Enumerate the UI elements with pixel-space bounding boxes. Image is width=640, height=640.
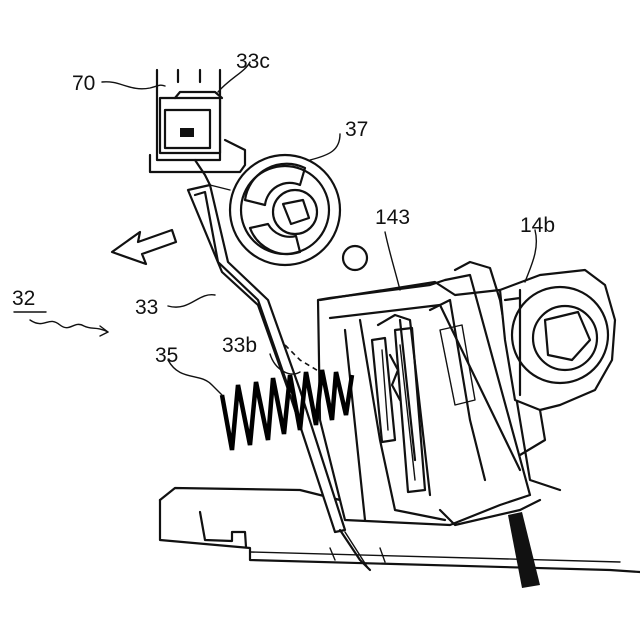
ref-label-33c: 33c: [236, 50, 270, 73]
ref-label-33b: 33b: [222, 334, 257, 357]
bracket-14b: [500, 270, 615, 455]
ref-label-14b: 14b: [520, 214, 555, 237]
ref-label-35: 35: [155, 344, 178, 367]
ref-label-33: 33: [135, 296, 158, 319]
connector-70: [150, 70, 245, 185]
rotor-37: [230, 155, 367, 270]
ref-label-32: 32: [12, 287, 35, 310]
direction-arrow: [112, 230, 176, 264]
ref-label-37: 37: [345, 118, 368, 141]
ref-label-70: 70: [72, 72, 95, 95]
cable: [508, 512, 540, 588]
ref-label-143: 143: [375, 206, 410, 229]
